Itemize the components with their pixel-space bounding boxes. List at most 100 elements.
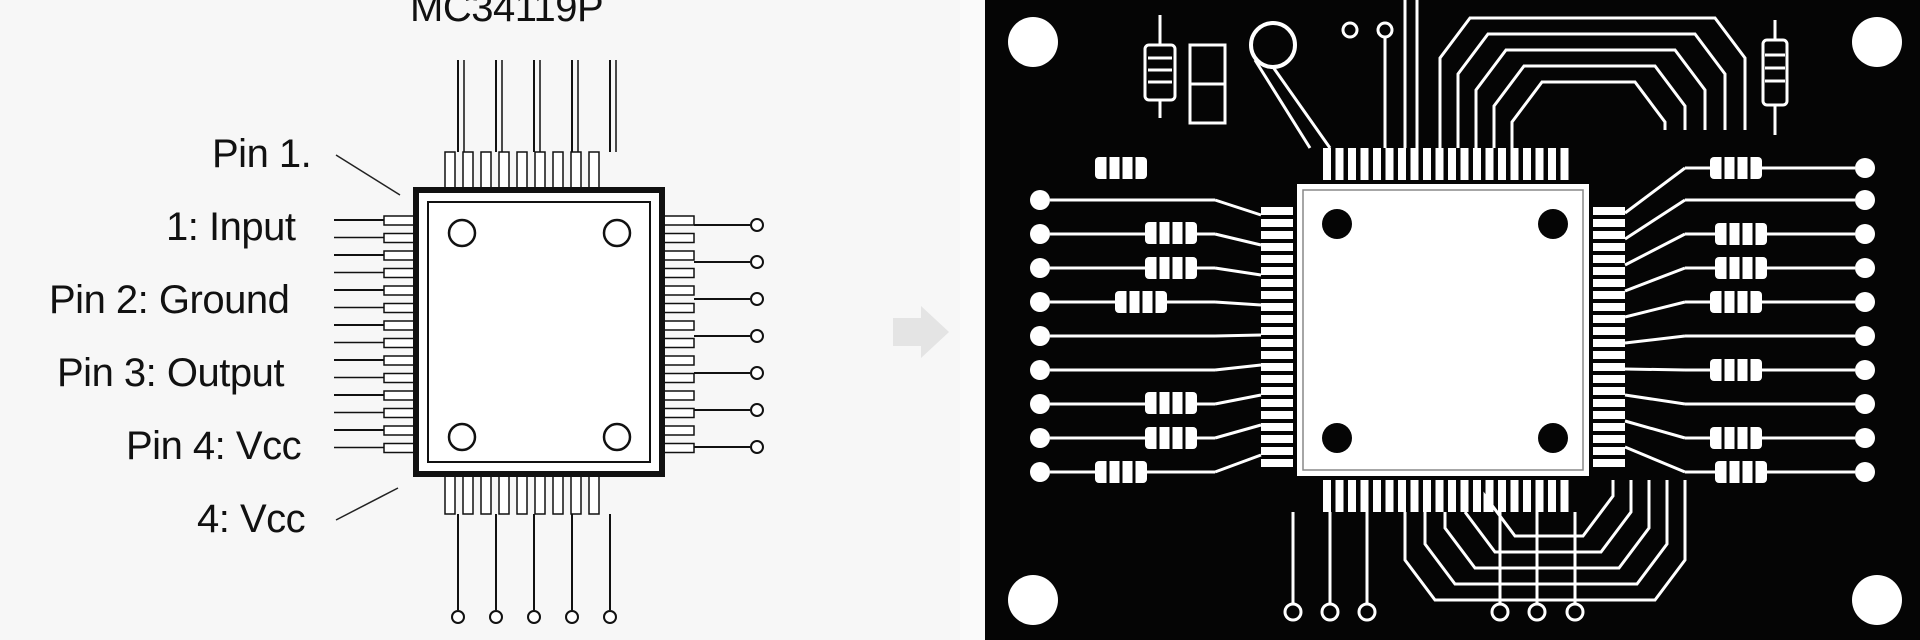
- label-pin-1: Pin 1.: [212, 132, 312, 176]
- bottom-pin-group: [444, 473, 617, 624]
- pin-pad-bottom: [480, 473, 492, 515]
- ic-pad-left: [1261, 375, 1295, 383]
- pin-pad-right: [661, 232, 695, 244]
- pin-pad-top: [588, 151, 600, 191]
- ic-pad-right: [1591, 435, 1625, 443]
- part-number-title: MC34119P: [410, 0, 604, 30]
- ic-mark-bl: [1322, 423, 1352, 453]
- ic-pad-left: [1261, 387, 1295, 395]
- ic-pad-top: [1435, 148, 1444, 182]
- trace-bottom-loop: [1483, 480, 1615, 538]
- ic-pad-bottom: [1523, 478, 1531, 512]
- trace-top-loop: [1510, 80, 1667, 148]
- edge-pad-left: [1030, 326, 1050, 346]
- trace-right-bend: [1624, 367, 1686, 372]
- resistor-group: [1095, 157, 1767, 483]
- edge-pad-right: [1855, 190, 1875, 210]
- ic-pad-right: [1591, 447, 1625, 455]
- label-ground: Pin 2: Ground: [49, 278, 290, 322]
- ic-pad-left: [1261, 447, 1295, 455]
- ic-pad-bottom: [1423, 478, 1431, 512]
- ic-pad-bottom: [1435, 478, 1444, 512]
- edge-pad-right: [1855, 258, 1875, 278]
- ic-pad-left: [1261, 315, 1295, 323]
- ic-pad-bottom: [1485, 478, 1494, 512]
- ic-pad-top: [1348, 148, 1356, 182]
- edge-pad-right: [1855, 326, 1875, 346]
- trace-bottom-loop: [1423, 480, 1669, 586]
- ic-pad-right: [1591, 303, 1625, 311]
- ic-pad-right: [1591, 363, 1625, 371]
- pin-terminal-right: [750, 292, 764, 306]
- ic-pad-left: [1261, 279, 1295, 287]
- trace-right-bend: [1624, 300, 1686, 319]
- label-output: Pin 3: Output: [57, 351, 284, 395]
- trace-right-bend: [1624, 334, 1686, 345]
- top-pin-group: [444, 60, 617, 191]
- ic-pad-right: [1591, 315, 1625, 323]
- trace-left-bend: [1214, 300, 1262, 307]
- bottom-via: [1527, 602, 1547, 622]
- trace-top-loop: [1492, 64, 1687, 148]
- pin-pad-right: [661, 250, 695, 261]
- ic-pad-right: [1591, 279, 1625, 287]
- pin-pad-top: [552, 151, 564, 191]
- pin-terminal-right: [750, 403, 764, 417]
- edge-pad-left: [1030, 462, 1050, 482]
- ic-pad-bottom: [1548, 478, 1556, 512]
- ic-pad-right: [1591, 375, 1625, 383]
- right-pin-group: [661, 215, 764, 454]
- bottom-via: [1283, 602, 1303, 622]
- pin-pad-right: [661, 390, 695, 401]
- ic-pad-bottom: [1498, 478, 1506, 512]
- ic-pad-top: [1460, 148, 1469, 182]
- trace-bottom-loop: [1463, 480, 1633, 554]
- ic-pad-top: [1410, 148, 1419, 182]
- ic-pad-bottom: [1398, 478, 1406, 512]
- pin-terminal-right: [750, 440, 764, 454]
- right-arrow-icon: [893, 306, 949, 358]
- ic-pad-bottom: [1448, 478, 1456, 512]
- ic-pad-top: [1485, 148, 1494, 182]
- ic-pad-bottom: [1348, 478, 1356, 512]
- bottom-via: [1490, 602, 1510, 622]
- pin-pad-bottom: [534, 473, 546, 515]
- ic-pad-right: [1591, 219, 1625, 227]
- board-hole-tr: [1852, 17, 1902, 67]
- trace-left-bend: [1214, 198, 1262, 217]
- trace-right-bend: [1624, 232, 1686, 267]
- edge-pad-right: [1855, 428, 1875, 448]
- bottom-via: [1320, 602, 1340, 622]
- pin-pad-left: [383, 250, 417, 261]
- pin-terminal-right: [750, 366, 764, 380]
- pin-terminal-bottom: [489, 610, 503, 624]
- label-vcc: Pin 4: Vcc: [126, 424, 302, 468]
- board-hole-bl: [1008, 575, 1058, 625]
- pin-terminal-bottom: [527, 610, 541, 624]
- trace-top-loop: [1474, 48, 1707, 148]
- edge-pad-left: [1030, 190, 1050, 210]
- ic-pad-top: [1423, 148, 1431, 182]
- pin-pad-top: [534, 151, 546, 191]
- pin-pad-left: [383, 372, 417, 384]
- pin-pad-right: [661, 267, 695, 279]
- trace-bottom-loop: [1443, 480, 1651, 570]
- ic-pad-left: [1261, 243, 1295, 251]
- ic-pad-left: [1261, 291, 1295, 299]
- pcb-panel: [985, 0, 1920, 640]
- pin-pad-left: [383, 442, 417, 454]
- pin-pad-right: [661, 355, 695, 366]
- ic-pad-left: [1261, 411, 1295, 419]
- ic-mark-br: [1538, 423, 1568, 453]
- ic-pad-bottom: [1385, 478, 1394, 512]
- ic-pad-bottom: [1360, 478, 1369, 512]
- ic-pad-top: [1535, 148, 1544, 182]
- pin-pad-right: [661, 407, 695, 419]
- trace-top-loop: [1456, 32, 1727, 148]
- edge-pad-left: [1030, 394, 1050, 414]
- ic-pad-right: [1591, 255, 1625, 263]
- ic-pad-right: [1591, 291, 1625, 299]
- pin-pad-right: [661, 337, 695, 349]
- pad-group: [1030, 148, 1875, 622]
- label-vcc-4: 4: Vcc: [197, 497, 306, 541]
